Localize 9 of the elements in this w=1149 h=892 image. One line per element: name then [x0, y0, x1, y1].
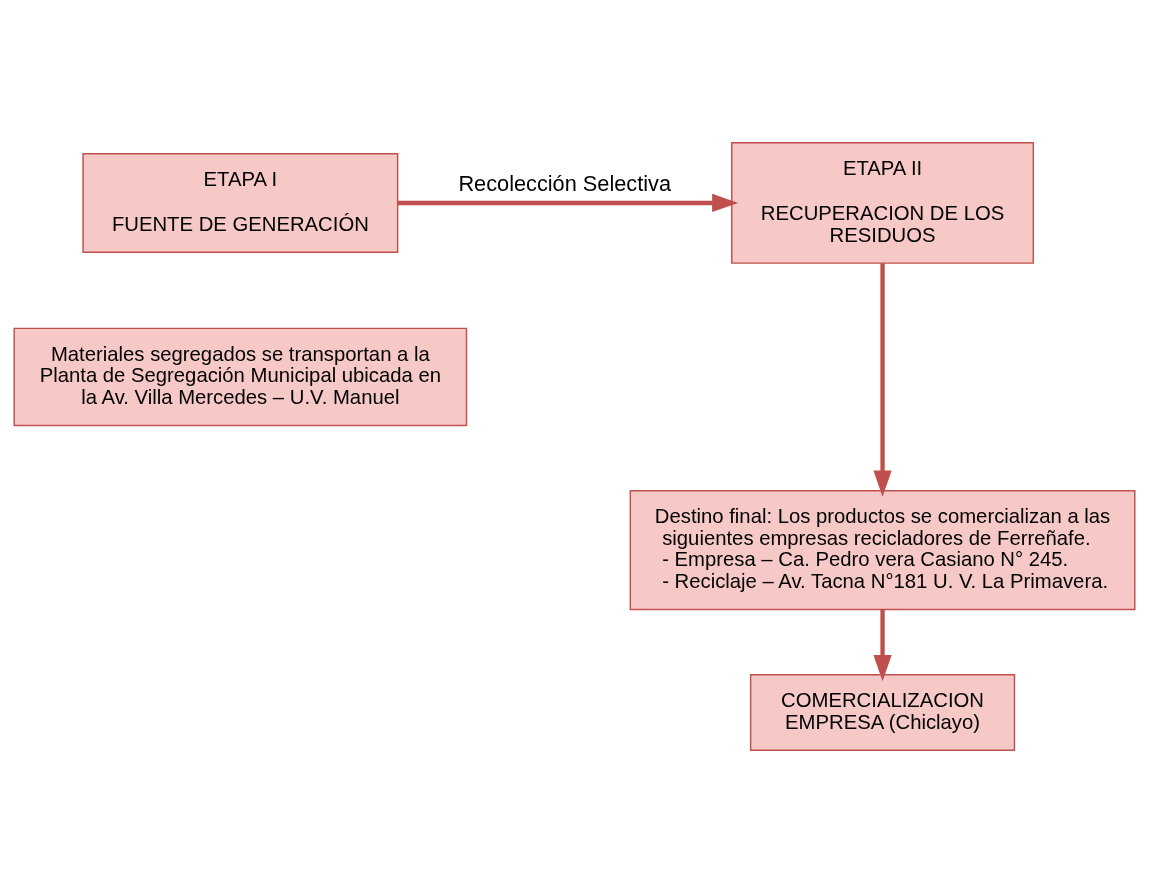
node-box: Destino final: Los productos se comercializan a las siguientes empresas recicladores de Ferreñafe. - Empresa – Ca. Pedro vera Casiano N° 245. - Reciclaje – Av. Tacna N°181 U. V. La Primavera. — [629, 489, 1136, 610]
node-box: Materiales segregados se transportan a la Planta de Segregación Municipal ubicada en la Av. Villa Mercedes – U.V. Manuel — [13, 327, 468, 426]
arrow — [873, 609, 892, 681]
node-box: ETAPA I FUENTE DE GENERACIÓN — [82, 152, 399, 253]
node-box: COMERCIALIZACION EMPRESA (Chiclayo) — [749, 673, 1016, 751]
edge-label: Recolección Selectiva — [458, 170, 672, 196]
arrow — [397, 193, 739, 212]
node-box: ETAPA II RECUPERACION DE LOS RESIDUOS — [731, 141, 1035, 264]
arrow — [873, 262, 892, 497]
